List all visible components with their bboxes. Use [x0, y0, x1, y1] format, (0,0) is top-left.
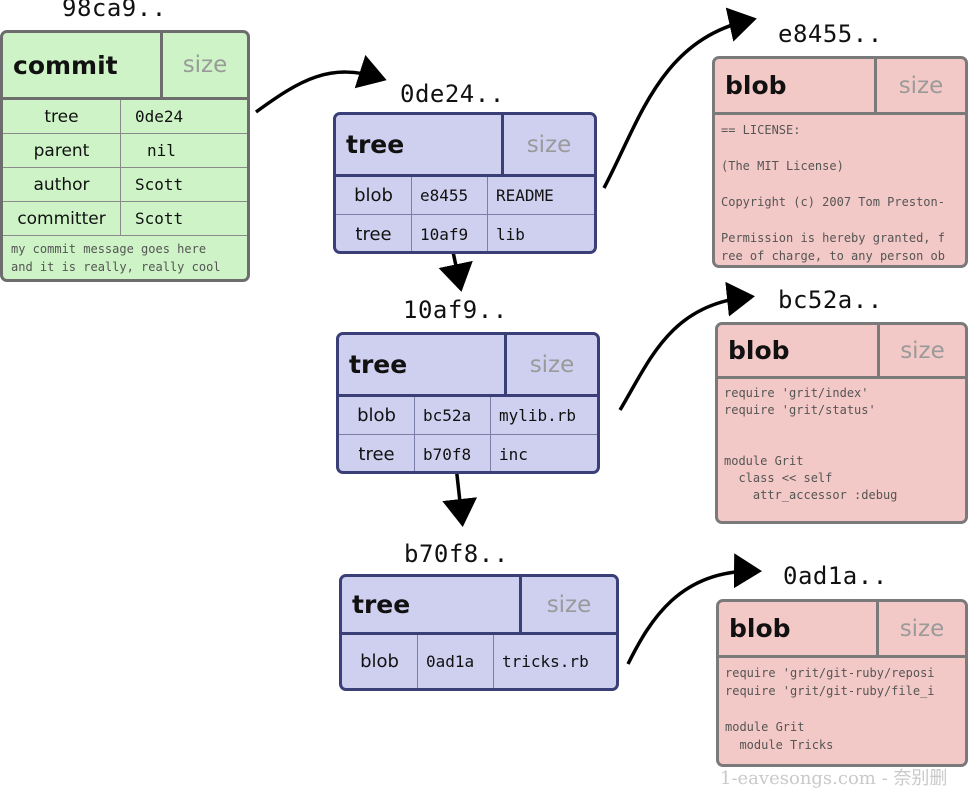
blob-object-2: blob size require 'grit/git-ruby/reposi …	[716, 599, 968, 767]
tree-entry-hash: bc52a	[415, 397, 491, 434]
tree-size-label: size	[526, 131, 572, 158]
tree-object-2: tree size blob 0ad1a tricks.rb	[339, 574, 619, 691]
blob-object-1: blob size require 'grit/index' require '…	[715, 322, 968, 524]
blob-type-label: blob	[719, 602, 879, 655]
blob-type-label: blob	[715, 59, 877, 112]
commit-field-author: author Scott	[3, 168, 247, 202]
tree-header: tree size	[339, 335, 597, 397]
tree-entry-kind: tree	[336, 215, 412, 251]
commit-message-line: my commit message goes here	[11, 242, 207, 256]
commit-size-label: size	[182, 52, 228, 78]
tree-object-1: tree size blob bc52a mylib.rb tree b70f8…	[336, 332, 600, 474]
commit-header: commit size	[3, 33, 247, 100]
arrow-tree-to-blob-bc52a	[618, 281, 755, 411]
tree-type-label: tree	[342, 577, 522, 632]
tree-hash-2: b70f8..	[404, 540, 509, 568]
blob-content: == LICENSE: (The MIT License) Copyright …	[721, 123, 945, 263]
tree-type-label: tree	[339, 335, 507, 394]
tree-object-0: tree size blob e8455 README tree 10af9 l…	[333, 112, 597, 254]
commit-field-key: tree	[3, 100, 121, 133]
commit-object: commit size tree 0de24 parent nil author…	[0, 30, 250, 282]
blob-header: blob size	[715, 59, 965, 115]
tree-entry-name: README	[496, 186, 554, 205]
commit-message-line: and it is really, really cool	[11, 260, 221, 274]
tree-entry-name: inc	[499, 444, 528, 464]
tree-entry-hash: e8455	[412, 177, 488, 214]
tree-size-label: size	[529, 351, 575, 378]
arrow-tree-to-blob-e8455	[602, 7, 757, 189]
blob-header: blob size	[719, 602, 965, 658]
tree-entry-kind: tree	[339, 435, 415, 471]
blob-header: blob size	[718, 325, 965, 379]
tree-entry-kind: blob	[336, 177, 412, 214]
tree-entry-kind: blob	[339, 397, 415, 434]
commit-field-committer: committer Scott	[3, 202, 247, 236]
commit-field-parent: parent nil	[3, 134, 247, 168]
arrow-tree-to-tree-b70f8	[442, 465, 478, 527]
commit-field-value: Scott	[135, 175, 184, 194]
tree-hash-0: 0de24..	[400, 80, 505, 108]
commit-field-value: nil	[147, 141, 176, 160]
commit-field-key: committer	[3, 202, 121, 235]
tree-entry: blob e8455 README	[336, 177, 594, 215]
tree-header: tree size	[336, 115, 594, 177]
tree-entry-hash: b70f8	[415, 435, 491, 471]
blob-hash-0: e8455..	[778, 20, 883, 48]
blob-size-label: size	[899, 615, 945, 642]
blob-content: require 'grit/index' require 'grit/statu…	[724, 386, 898, 502]
blob-size-label: size	[898, 72, 944, 99]
tree-entry-hash: 10af9	[412, 215, 488, 251]
arrow-tree-to-blob-0ad1a	[626, 553, 762, 665]
tree-entry-hash: 0ad1a	[418, 635, 494, 688]
tree-size-label: size	[546, 591, 592, 618]
blob-size-label: size	[900, 337, 945, 364]
tree-type-label: tree	[336, 115, 504, 174]
commit-field-key: author	[3, 168, 121, 201]
tree-header: tree size	[342, 577, 616, 635]
tree-hash-1: 10af9..	[403, 296, 508, 324]
tree-entry-name: lib	[496, 224, 525, 244]
blob-type-label: blob	[718, 325, 880, 376]
commit-field-key: parent	[3, 134, 121, 167]
arrow-commit-to-tree	[254, 54, 387, 114]
tree-entry: tree 10af9 lib	[336, 215, 594, 251]
tree-entry-kind: blob	[342, 635, 418, 688]
commit-field-tree: tree 0de24	[3, 100, 247, 134]
tree-entry-name: tricks.rb	[502, 652, 589, 671]
blob-object-0: blob size == LICENSE: (The MIT License) …	[712, 56, 968, 268]
blob-hash-1: bc52a..	[778, 286, 883, 314]
commit-type-label: commit	[3, 33, 163, 97]
blob-hash-2: 0ad1a..	[783, 562, 888, 590]
commit-message: my commit message goes here and it is re…	[3, 236, 247, 279]
tree-entry: blob 0ad1a tricks.rb	[342, 635, 616, 688]
watermark-text: 1-eavesongs.com - 奈别删	[720, 768, 948, 789]
blob-content: require 'grit/git-ruby/reposi require 'g…	[725, 666, 935, 752]
tree-entry-name: mylib.rb	[499, 406, 577, 425]
commit-field-value: 0de24	[135, 107, 184, 126]
commit-field-value: Scott	[135, 209, 184, 228]
tree-entry: tree b70f8 inc	[339, 435, 597, 471]
tree-entry: blob bc52a mylib.rb	[339, 397, 597, 435]
commit-hash: 98ca9..	[62, 0, 167, 22]
